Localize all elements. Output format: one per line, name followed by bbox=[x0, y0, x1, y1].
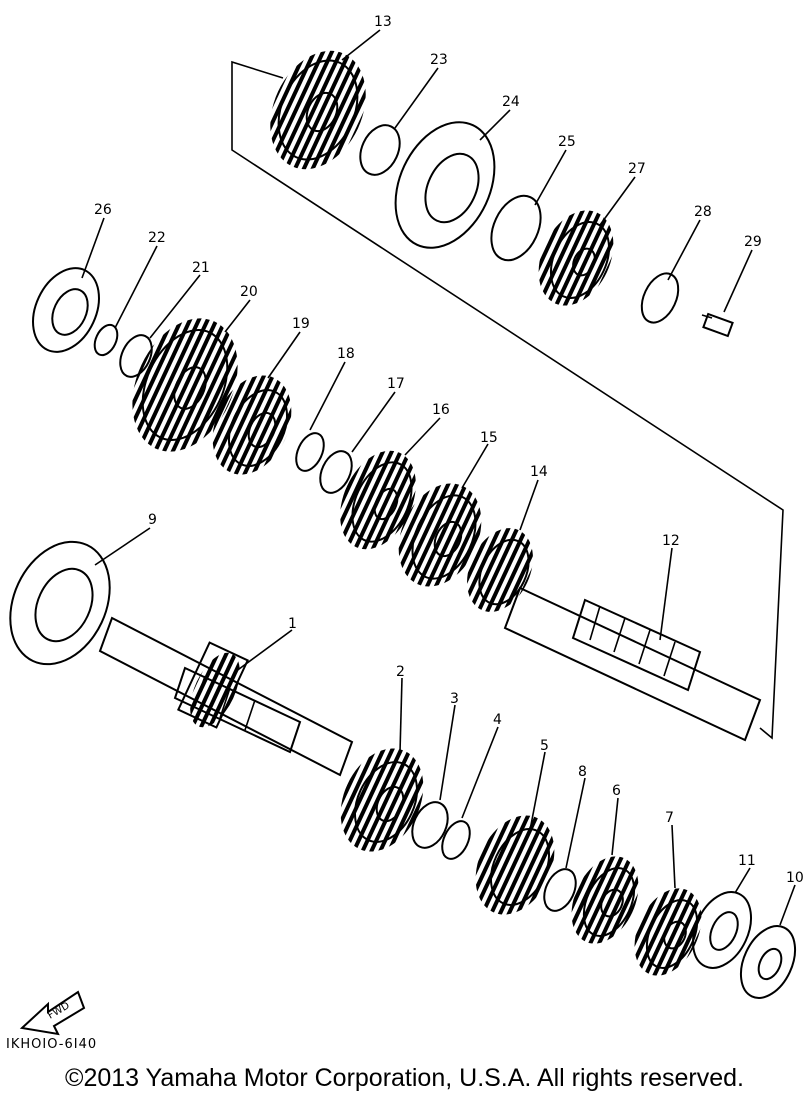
callout-2: 2 bbox=[396, 664, 405, 680]
callout-28: 28 bbox=[694, 204, 712, 220]
callout-15: 15 bbox=[480, 430, 498, 446]
callout-1: 1 bbox=[288, 616, 297, 632]
callout-labels: 1 2 3 4 5 6 7 8 9 10 11 12 13 14 15 16 1… bbox=[94, 14, 804, 886]
bearing-26 bbox=[32, 267, 100, 353]
washer-3 bbox=[411, 801, 449, 849]
washer-8 bbox=[543, 868, 577, 912]
gear-14 bbox=[467, 528, 533, 612]
drive-axle bbox=[503, 586, 762, 742]
gear-16 bbox=[340, 450, 416, 550]
bearing-24 bbox=[394, 121, 496, 249]
callout-26: 26 bbox=[94, 202, 112, 218]
bearing-9 bbox=[9, 540, 111, 666]
callout-21: 21 bbox=[192, 260, 210, 276]
callout-11: 11 bbox=[738, 853, 756, 869]
callout-29: 29 bbox=[744, 234, 762, 250]
transmission-exploded-diagram: 1 2 3 4 5 6 7 8 9 10 11 12 13 14 15 16 1… bbox=[9, 14, 804, 1036]
callout-8: 8 bbox=[578, 764, 587, 780]
callout-6: 6 bbox=[612, 783, 621, 799]
washer-23 bbox=[359, 124, 401, 176]
callout-24: 24 bbox=[502, 94, 520, 110]
lock-washer-28 bbox=[640, 272, 680, 324]
circlip-18 bbox=[295, 432, 325, 472]
callout-22: 22 bbox=[148, 230, 166, 246]
washer-17 bbox=[319, 450, 353, 494]
gear-13 bbox=[270, 50, 366, 170]
bolt-29 bbox=[701, 312, 734, 338]
callout-5: 5 bbox=[540, 738, 549, 754]
callout-19: 19 bbox=[292, 316, 310, 332]
callout-7: 7 bbox=[665, 810, 674, 826]
copyright-notice: ©2013 Yamaha Motor Corporation, U.S.A. A… bbox=[65, 1064, 744, 1092]
gear-6 bbox=[571, 856, 639, 944]
gear-2 bbox=[340, 748, 424, 852]
callout-17: 17 bbox=[387, 376, 405, 392]
oil-seal-10 bbox=[739, 925, 797, 999]
callout-20: 20 bbox=[240, 284, 258, 300]
callout-23: 23 bbox=[430, 52, 448, 68]
callout-12: 12 bbox=[662, 533, 680, 549]
callout-18: 18 bbox=[337, 346, 355, 362]
fwd-arrow-icon: FWD bbox=[19, 990, 86, 1036]
circlip-4 bbox=[441, 820, 471, 860]
gear-7 bbox=[634, 888, 702, 976]
callout-27: 27 bbox=[628, 161, 646, 177]
callout-14: 14 bbox=[530, 464, 548, 480]
gear-15 bbox=[398, 483, 482, 587]
callout-13: 13 bbox=[374, 14, 392, 30]
callout-25: 25 bbox=[558, 134, 576, 150]
gear-20 bbox=[132, 318, 238, 452]
callout-3: 3 bbox=[450, 691, 459, 707]
callout-4: 4 bbox=[493, 712, 502, 728]
group-frame bbox=[231, 60, 784, 740]
leader-lines bbox=[81, 29, 796, 926]
callout-16: 16 bbox=[432, 402, 450, 418]
gear-1 bbox=[190, 652, 240, 728]
diagram-reference-code: IKHOIO-6I40 bbox=[6, 1037, 98, 1052]
circlip-22 bbox=[93, 323, 119, 357]
callout-10: 10 bbox=[786, 870, 804, 886]
washer-21 bbox=[119, 334, 153, 378]
callout-9: 9 bbox=[148, 512, 157, 528]
collar-25 bbox=[490, 194, 542, 262]
sprocket-27 bbox=[538, 210, 614, 306]
gear-5 bbox=[475, 815, 555, 915]
gear-19 bbox=[212, 375, 292, 475]
